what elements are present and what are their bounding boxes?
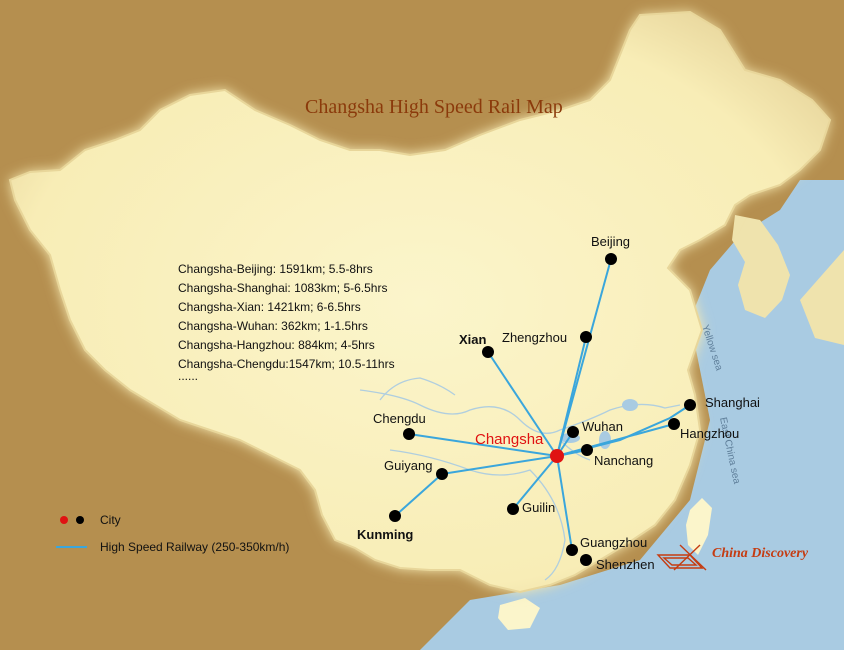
city-dot-changsha[interactable] xyxy=(550,449,564,463)
route-info-line: Changsha-Shanghai: 1083km; 5-6.5hrs xyxy=(178,281,387,295)
rail-line-guangzhou xyxy=(556,455,573,551)
city-label-guangzhou: Guangzhou xyxy=(580,535,647,550)
city-label-guiyang: Guiyang xyxy=(384,458,432,473)
route-info-line: Changsha-Hangzhou: 884km; 4-5hrs xyxy=(178,338,375,352)
route-info-line: Changsha-Beijing: 1591km; 5.5-8hrs xyxy=(178,262,373,276)
rail-line-hangzhou xyxy=(556,423,675,457)
rail-line-guilin xyxy=(512,455,558,510)
city-dot-guilin[interactable] xyxy=(507,503,519,515)
japan-coast xyxy=(800,250,844,345)
city-label-chengdu: Chengdu xyxy=(373,411,426,426)
city-dot-beijing[interactable] xyxy=(605,253,617,265)
city-dot-xian[interactable] xyxy=(482,346,494,358)
city-dot-shanghai[interactable] xyxy=(684,399,696,411)
hainan-island xyxy=(498,598,540,630)
city-dot-nanchang[interactable] xyxy=(581,444,593,456)
map-title: Changsha High Speed Rail Map xyxy=(305,96,563,118)
city-dot-hangzhou[interactable] xyxy=(668,418,680,430)
legend-city-dot xyxy=(76,516,84,524)
city-dot-guangzhou[interactable] xyxy=(566,544,578,556)
brand-mark-icon xyxy=(656,544,707,571)
rail-line-xian xyxy=(487,351,558,457)
legend: City High Speed Railway (250-350km/h) xyxy=(56,513,289,554)
city-dot-wuhan[interactable] xyxy=(567,426,579,438)
taiwan-island xyxy=(686,498,712,555)
route-info: Changsha-Beijing: 1591km; 5.5-8hrs Chang… xyxy=(178,262,395,383)
route-info-ellipsis: ...... xyxy=(178,369,198,383)
rail-line-kunming xyxy=(394,473,443,517)
china-landmass xyxy=(8,10,832,594)
city-label-guilin: Guilin xyxy=(522,500,555,515)
city-label-wuhan: Wuhan xyxy=(582,419,623,434)
brand-logo: China Discovery xyxy=(656,544,809,571)
city-label-nanchang: Nanchang xyxy=(594,453,653,468)
city-dot-zhengzhou[interactable] xyxy=(580,331,592,343)
city-label-shanghai: Shanghai xyxy=(705,395,760,410)
route-info-line: Changsha-Wuhan: 362km; 1-1.5hrs xyxy=(178,319,368,333)
rail-line-guiyang xyxy=(441,455,558,475)
rivers xyxy=(359,377,681,581)
city-dot-kunming[interactable] xyxy=(389,510,401,522)
city-dot-guiyang[interactable] xyxy=(436,468,448,480)
city-label-changsha: Changsha xyxy=(475,431,544,448)
city-markers: Beijing Zhengzhou Xian Shanghai Hangzhou… xyxy=(357,234,760,572)
rail-line-chengdu xyxy=(408,433,558,457)
brand-name: China Discovery xyxy=(712,546,809,561)
route-info-line: Changsha-Chengdu:1547km; 10.5-11hrs xyxy=(178,357,395,371)
city-label-zhengzhou: Zhengzhou xyxy=(502,330,567,345)
route-info-line: Changsha-Xian: 1421km; 6-6.5hrs xyxy=(178,300,361,314)
city-dot-chengdu[interactable] xyxy=(403,428,415,440)
taihu-lake xyxy=(622,399,638,411)
legend-city-label: City xyxy=(100,513,121,527)
city-label-shenzhen: Shenzhen xyxy=(596,557,655,572)
city-label-beijing: Beijing xyxy=(591,234,630,249)
city-label-xian: Xian xyxy=(459,332,487,347)
korean-peninsula xyxy=(732,215,790,318)
legend-railway-label: High Speed Railway (250-350km/h) xyxy=(100,540,289,554)
rail-line-zhengzhou xyxy=(556,336,587,457)
city-label-kunming: Kunming xyxy=(357,527,413,542)
city-label-hangzhou: Hangzhou xyxy=(680,426,739,441)
city-dot-shenzhen[interactable] xyxy=(580,554,592,566)
sea-area xyxy=(420,180,844,650)
legend-hub-dot xyxy=(60,516,68,524)
